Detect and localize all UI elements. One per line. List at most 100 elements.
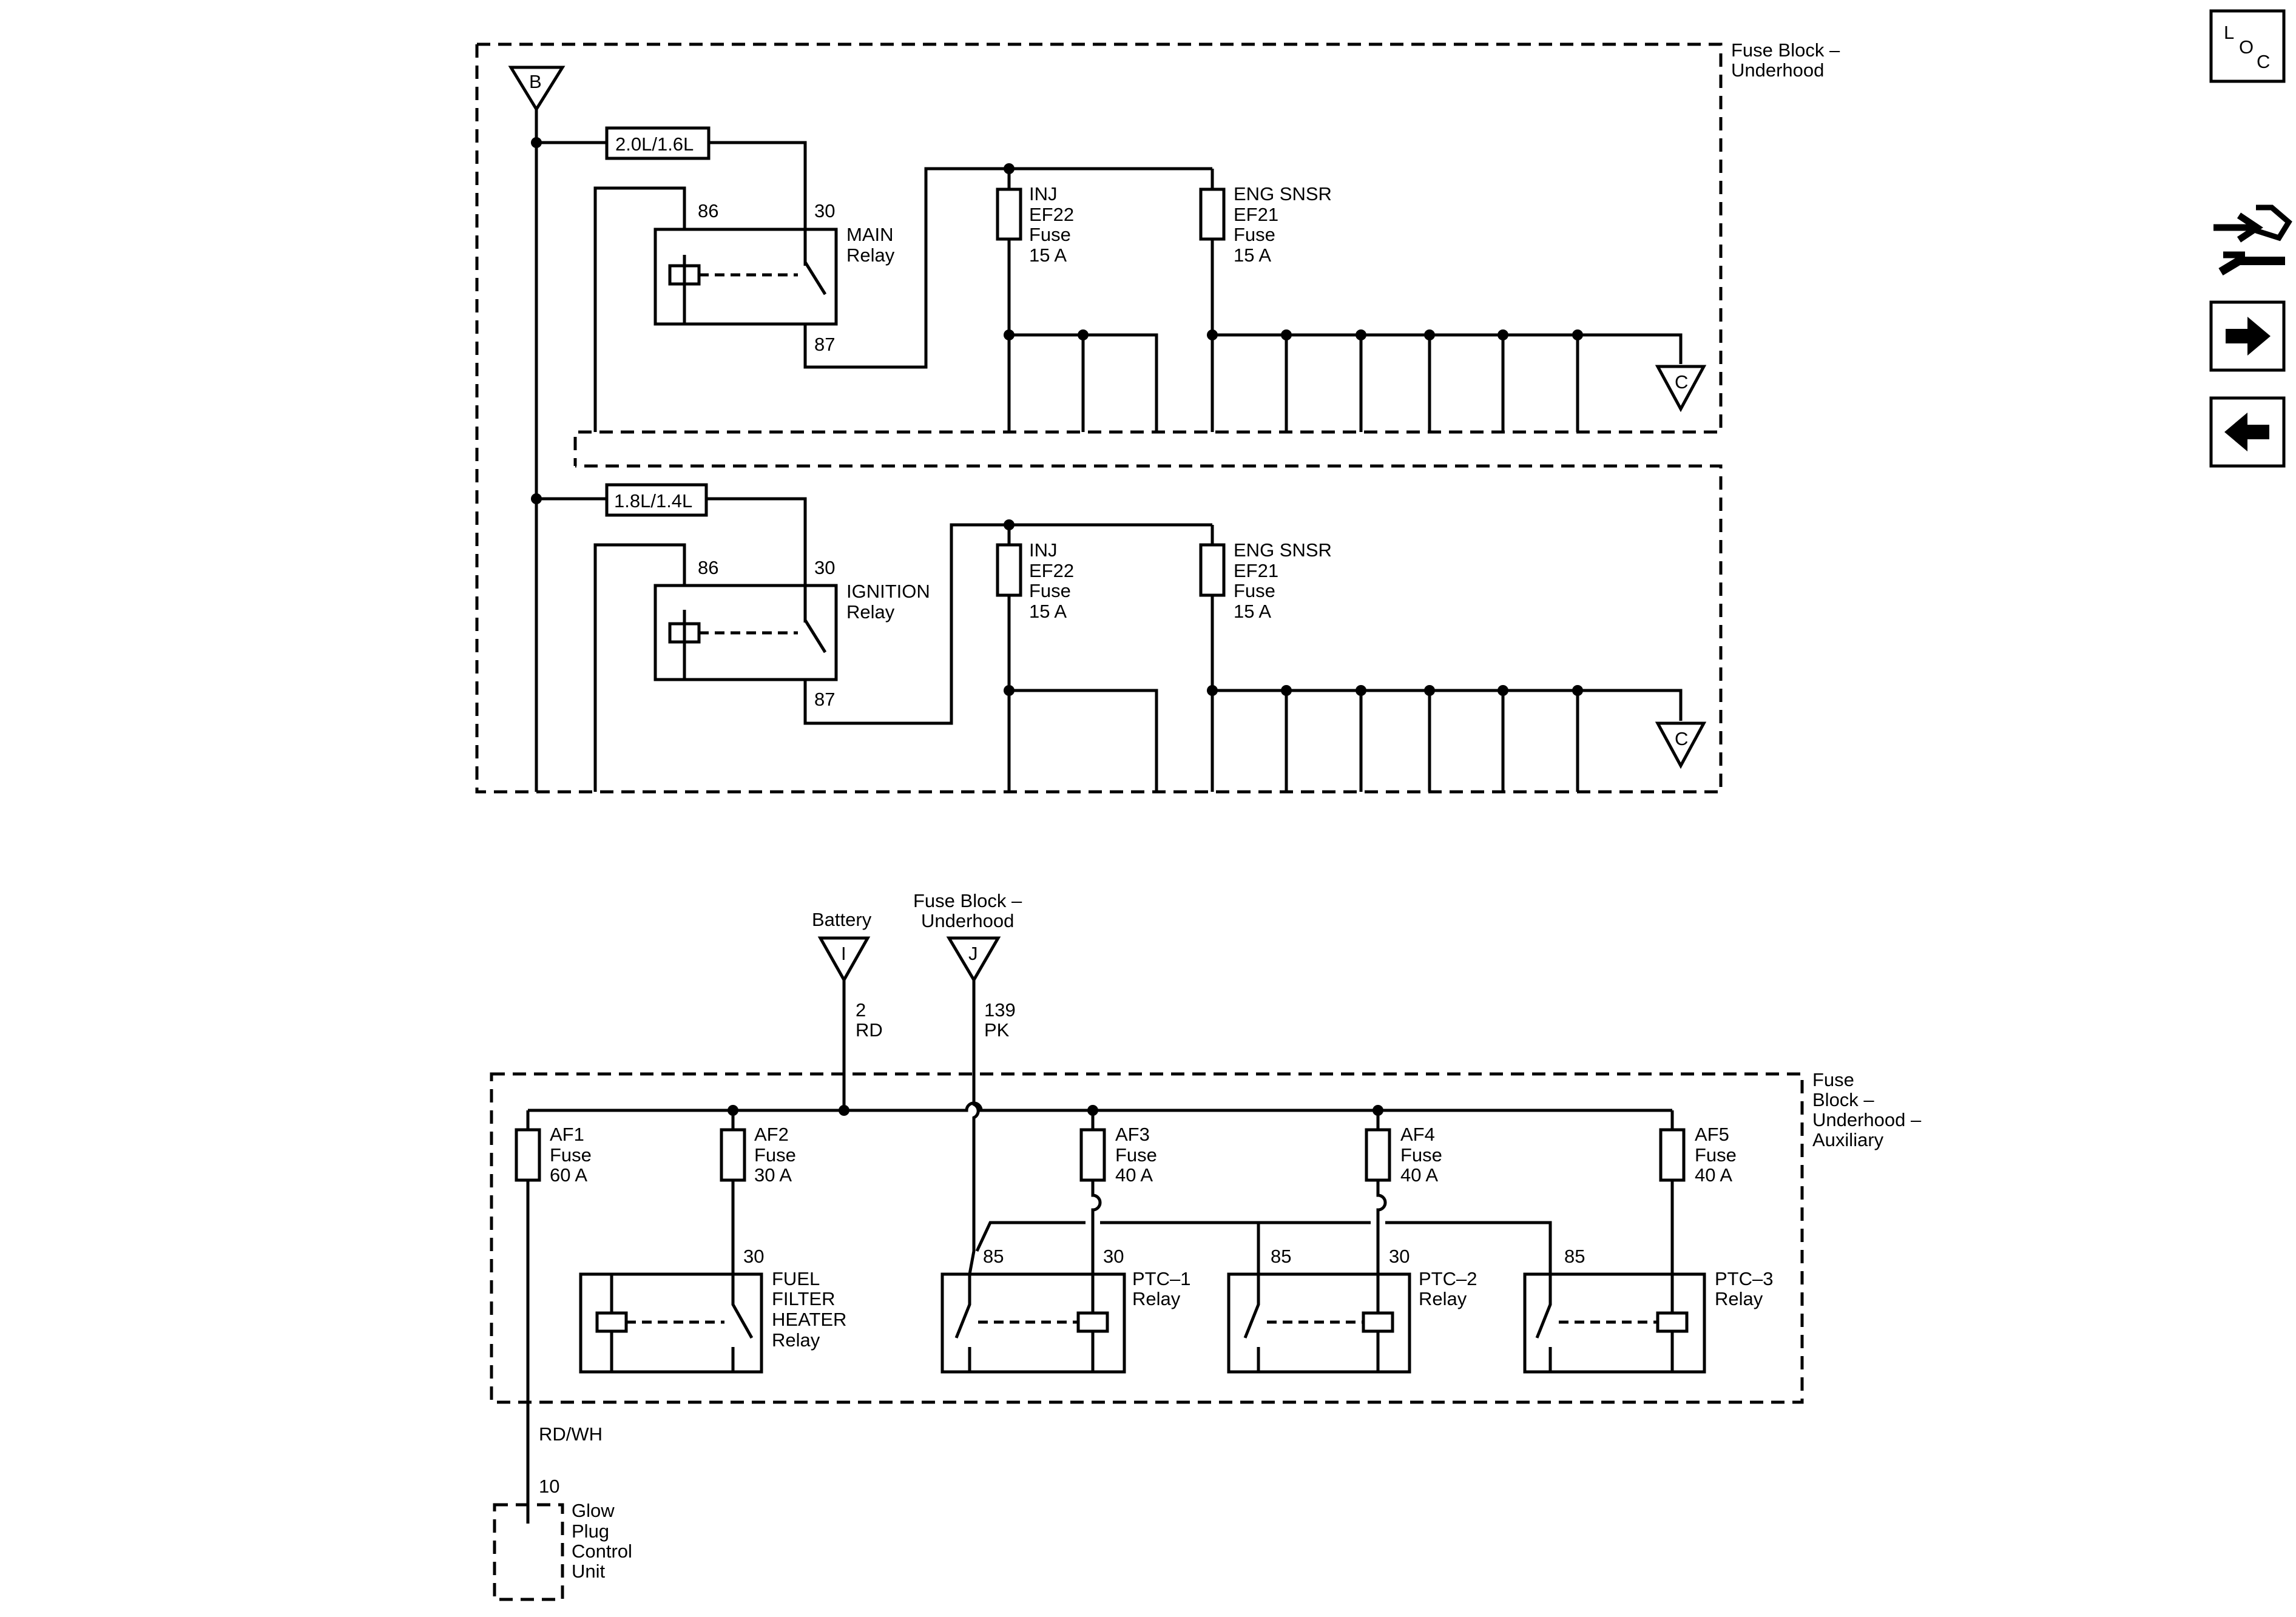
inj-fuse-b-line-3: Fuse bbox=[1029, 580, 1071, 601]
af4-line-3: 40 A bbox=[1400, 1164, 1438, 1186]
ignition-relay-name-2: Relay bbox=[846, 601, 895, 623]
glow-plug-control-unit-box bbox=[493, 1503, 564, 1601]
ffh-relay-name-1: FUEL bbox=[772, 1268, 820, 1289]
forward-arrow-icon[interactable] bbox=[2209, 300, 2286, 372]
inj-fuse-ef22-a bbox=[996, 187, 1022, 241]
af3-line-2: Fuse bbox=[1115, 1144, 1157, 1166]
ignition-relay-pin-30: 30 bbox=[814, 557, 835, 578]
eng-fuse-a-line-1: ENG SNSR bbox=[1234, 183, 1332, 204]
ptc-3-relay-coil bbox=[1656, 1311, 1689, 1333]
af4-line-1: AF4 bbox=[1400, 1124, 1435, 1145]
glow-plug-label-3: Control bbox=[572, 1541, 632, 1562]
battery-wire-color: RD bbox=[856, 1019, 883, 1041]
af2-line-1: AF2 bbox=[754, 1124, 789, 1145]
ptc-2-name-1: PTC–2 bbox=[1419, 1268, 1477, 1289]
loc-letter-c: C bbox=[2257, 51, 2270, 72]
output-pin-10: 10 bbox=[539, 1476, 559, 1497]
ffh-relay-name-2: FILTER bbox=[772, 1288, 836, 1309]
ptc-1-relay: 85 30 PTC–1 Relay bbox=[940, 1246, 1190, 1374]
ptc-3-name-2: Relay bbox=[1715, 1288, 1763, 1309]
ptc-1-name-1: PTC–1 bbox=[1132, 1268, 1190, 1289]
inj-fuse-b-line-4: 15 A bbox=[1029, 601, 1067, 622]
connector-c-upper: C bbox=[1655, 365, 1707, 413]
ptc-1-pin-85: 85 bbox=[983, 1246, 1004, 1267]
fuel-filter-heater-relay: 30 FUEL FILTER HEATER Relay bbox=[579, 1246, 846, 1374]
main-relay-pin-30: 30 bbox=[814, 200, 835, 221]
af1-fuse bbox=[515, 1128, 541, 1182]
connector-b: B bbox=[508, 66, 566, 112]
connector-repair-icon[interactable] bbox=[2213, 204, 2292, 276]
ptc-3-name-1: PTC–3 bbox=[1715, 1268, 1773, 1289]
connector-i: I bbox=[817, 936, 871, 984]
loc-icon[interactable]: L O C bbox=[2209, 9, 2286, 83]
j-wire-gauge: 139 bbox=[984, 999, 1016, 1021]
af2-line-2: Fuse bbox=[754, 1144, 796, 1166]
af5-line-2: Fuse bbox=[1695, 1144, 1737, 1166]
af2-fuse bbox=[720, 1128, 746, 1182]
aux-block-label-1: Fuse bbox=[1812, 1069, 1854, 1090]
af5-fuse bbox=[1659, 1128, 1686, 1182]
underhood-block-outline-bottom bbox=[475, 44, 1723, 794]
variant-label-1-8l: 1.8L/1.4L bbox=[614, 490, 692, 511]
auxiliary-fuse-block: Fuse Block – Underhood – Auxiliary Batte… bbox=[490, 890, 1922, 1601]
ignition-relay-name-1: IGNITION bbox=[846, 581, 930, 602]
aux-block-label-4: Auxiliary bbox=[1812, 1129, 1884, 1150]
inj-fuse-a-line-2: EF22 bbox=[1029, 204, 1074, 225]
main-relay-pin-87: 87 bbox=[814, 334, 835, 355]
ffh-relay-name-3: HEATER bbox=[772, 1309, 846, 1330]
ignition-relay-pin-86: 86 bbox=[698, 557, 718, 578]
battery-label: Battery bbox=[812, 909, 872, 930]
eng-fuse-a-line-2: EF21 bbox=[1234, 204, 1278, 225]
underhood-block-label-2: Underhood bbox=[1731, 59, 1824, 81]
underhood-block-label-1: Fuse Block – bbox=[1731, 39, 1840, 61]
eng-snsr-fuse-ef21-b bbox=[1199, 543, 1226, 597]
main-relay-name-1: MAIN bbox=[846, 224, 894, 245]
main-relay-name-2: Relay bbox=[846, 245, 895, 266]
ptc-2-pin-30: 30 bbox=[1389, 1246, 1410, 1267]
output-wire-color: RD/WH bbox=[539, 1423, 603, 1445]
af3-line-3: 40 A bbox=[1115, 1164, 1153, 1186]
inj-fuse-a-line-3: Fuse bbox=[1029, 224, 1071, 245]
ignition-relay-pin-87: 87 bbox=[814, 689, 835, 710]
inj-fuse-b-line-2: EF22 bbox=[1029, 560, 1074, 581]
loc-letter-l: L bbox=[2224, 22, 2234, 43]
af5-line-1: AF5 bbox=[1695, 1124, 1729, 1145]
variant-label-2-0l: 2.0L/1.6L bbox=[615, 133, 694, 155]
inj-fuse-b-line-1: INJ bbox=[1029, 539, 1058, 561]
loc-letter-o: O bbox=[2239, 36, 2254, 58]
main-relay-box bbox=[653, 228, 838, 326]
eng-fuse-b-line-2: EF21 bbox=[1234, 560, 1278, 581]
ignition-relay-section: 1.8L/1.4L 86 30 87 IGNITION Relay INJ EF… bbox=[536, 483, 1707, 792]
connector-c-lower-label: C bbox=[1675, 728, 1688, 749]
ptc-2-relay-coil bbox=[1362, 1311, 1394, 1333]
ffh-relay-pin-30: 30 bbox=[743, 1246, 764, 1267]
j-feed-label-2: Underhood bbox=[921, 910, 1014, 931]
ptc-2-pin-85: 85 bbox=[1271, 1246, 1291, 1267]
underhood-fuse-block: Fuse Block – Underhood B 2.0L/1.6L 86 30… bbox=[475, 39, 1840, 794]
glow-plug-label-4: Unit bbox=[572, 1561, 606, 1582]
underhood-block-outline-top bbox=[477, 42, 1723, 466]
af3-line-1: AF3 bbox=[1115, 1124, 1150, 1145]
connector-b-label: B bbox=[529, 71, 542, 92]
ffh-relay-coil bbox=[595, 1311, 628, 1333]
af5-line-3: 40 A bbox=[1695, 1164, 1732, 1186]
eng-fuse-b-line-4: 15 A bbox=[1234, 601, 1271, 622]
af2-line-3: 30 A bbox=[754, 1164, 792, 1186]
connector-i-label: I bbox=[841, 943, 846, 964]
af1-line-2: Fuse bbox=[550, 1144, 592, 1166]
main-relay-pin-86: 86 bbox=[698, 200, 718, 221]
af1-line-3: 60 A bbox=[550, 1164, 587, 1186]
j-wire-color: PK bbox=[984, 1019, 1010, 1041]
eng-fuse-b-line-3: Fuse bbox=[1234, 580, 1275, 601]
eng-fuse-a-line-3: Fuse bbox=[1234, 224, 1275, 245]
ptc-1-relay-coil bbox=[1076, 1311, 1109, 1333]
af4-fuse bbox=[1365, 1128, 1391, 1182]
back-arrow-icon[interactable] bbox=[2209, 396, 2286, 468]
eng-fuse-b-line-1: ENG SNSR bbox=[1234, 539, 1332, 561]
ptc-2-name-2: Relay bbox=[1419, 1288, 1467, 1309]
inj-fuse-ef22-b bbox=[996, 543, 1022, 597]
main-relay-section: 2.0L/1.6L 86 30 87 MAIN Relay INJ EF22 F… bbox=[536, 126, 1707, 432]
ptc-2-relay: 85 30 PTC–2 Relay bbox=[1227, 1246, 1477, 1374]
connector-j-label: J bbox=[968, 943, 978, 964]
